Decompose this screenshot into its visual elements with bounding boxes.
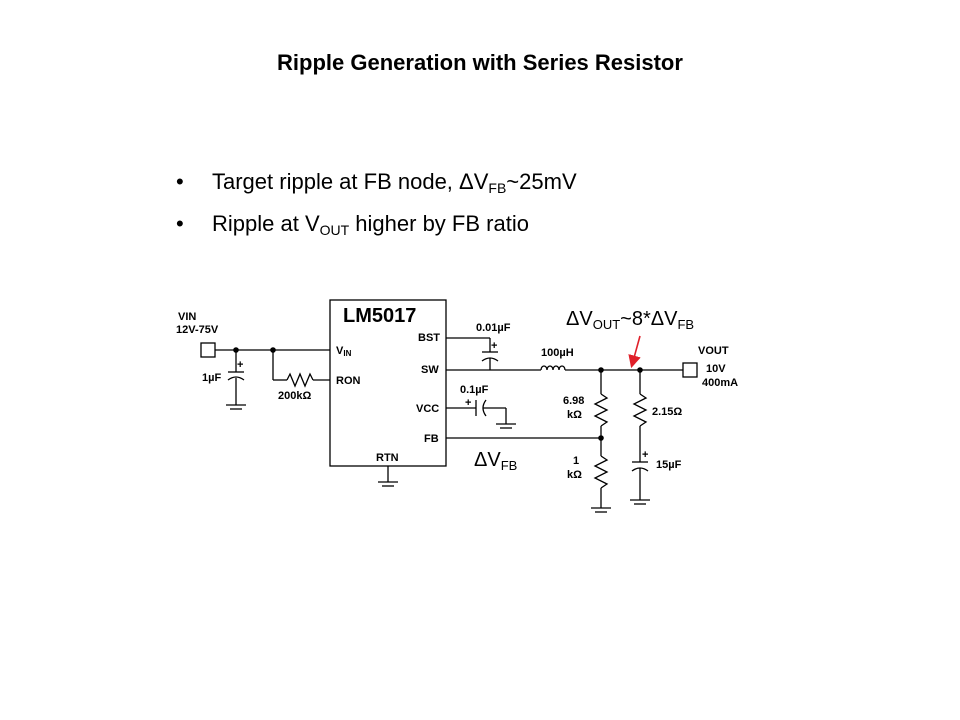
c-in-label: 1µF [202, 372, 221, 384]
bullet-item: • Ripple at VOUT higher by FB ratio [176, 206, 577, 248]
junction-dot [270, 347, 276, 353]
c-bst-label: 0.01µF [476, 322, 511, 334]
pin-ron-label: RON [336, 375, 361, 387]
c-out-plus: + [642, 449, 648, 461]
bullet-text-post: higher by FB ratio [349, 211, 529, 236]
ripple-arrow [628, 335, 641, 369]
pin-rtn-label: RTN [376, 452, 399, 464]
vin-terminal [200, 342, 216, 358]
ic-name: LM5017 [343, 305, 416, 327]
fb-ripple-annotation: ΔVFB [474, 449, 517, 473]
slide-title: Ripple Generation with Series Resistor [277, 50, 683, 75]
inductor [540, 365, 566, 371]
r-bot-label: 1 [573, 455, 579, 467]
vout-ripple-annotation: ΔVOUT~8*ΔVFB [566, 308, 694, 332]
junction-dot [233, 347, 239, 353]
junction-dot [598, 435, 604, 441]
r-on-resistor [286, 372, 314, 388]
r-top-unit: kΩ [567, 409, 582, 421]
vout-label: VOUT [698, 345, 729, 357]
c-in-plus: + [237, 359, 243, 371]
c-vcc-plus: + [465, 397, 471, 409]
junction-dot [637, 367, 643, 373]
bullet-text-sub: FB [488, 180, 507, 196]
vout-voltage: 10V [706, 363, 726, 375]
bullet-item: • Target ripple at FB node, ΔVFB~25mV [176, 164, 577, 206]
r-bot-unit: kΩ [567, 469, 582, 481]
pin-sw-label: SW [421, 364, 439, 376]
pin-vcc-label: VCC [416, 403, 439, 415]
pin-bst-label: BST [418, 332, 440, 344]
c-vcc-label: 0.1µF [460, 384, 489, 396]
pin-fb-label: FB [424, 433, 439, 445]
c-out-label: 15µF [656, 459, 682, 471]
r-series-label: 2.15Ω [652, 406, 682, 418]
inductor-label: 100µH [541, 347, 574, 359]
c-bst-plus: + [491, 340, 497, 352]
r-top-resistor [593, 393, 609, 427]
vin-label: VIN [178, 311, 196, 323]
bullet-list: • Target ripple at FB node, ΔVFB~25mV • Ri… [176, 164, 577, 248]
c-in-plate [227, 376, 245, 381]
r-series-resistor [632, 393, 648, 427]
junction-dot [598, 367, 604, 373]
vout-current: 400mA [702, 377, 738, 389]
bullet-dot: • [176, 211, 184, 236]
bullet-text-pre: Ripple at V [212, 211, 320, 236]
bullet-text-post: ~25mV [506, 169, 577, 194]
bullet-dot: • [176, 169, 184, 194]
vout-terminal [682, 362, 698, 378]
r-bot-resistor [593, 455, 609, 489]
vin-range: 12V-75V [176, 324, 219, 336]
bullet-text-pre: Target ripple at FB node, ΔV [212, 169, 489, 194]
bullet-text-sub: OUT [319, 222, 350, 238]
r-on-label: 200kΩ [278, 390, 311, 402]
pin-vin-label: VIN [336, 345, 352, 358]
r-top-label: 6.98 [563, 395, 584, 407]
